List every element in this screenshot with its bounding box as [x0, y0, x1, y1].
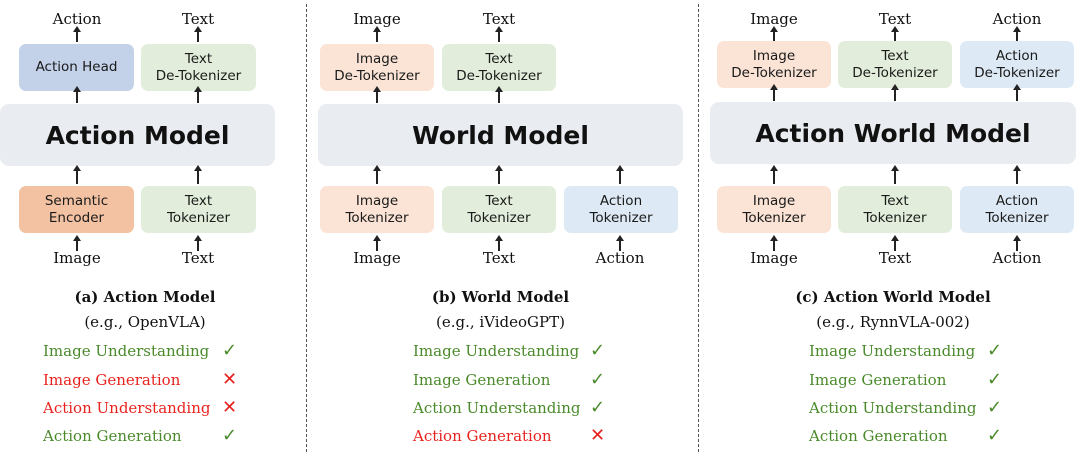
input-label-image: Image: [750, 249, 798, 267]
cross-icon: ✕: [222, 369, 238, 390]
output-label-text: Text: [181, 10, 215, 28]
output-label-action: Action: [992, 10, 1042, 28]
capability-label: Action Understanding: [43, 399, 211, 417]
arrow-up: [890, 235, 900, 251]
caption-subtitle: (e.g., OpenVLA): [84, 313, 206, 331]
arrow-up: [890, 26, 900, 42]
input-label-text: Text: [482, 249, 516, 267]
capability-label: Action Generation: [413, 427, 552, 445]
arrow-up: [1012, 26, 1022, 42]
cross-icon: ✕: [590, 425, 606, 446]
check-icon: ✓: [987, 397, 1003, 418]
check-icon: ✓: [222, 340, 238, 361]
capability-label: Image Generation: [809, 371, 947, 389]
input-label-text: Text: [878, 249, 912, 267]
text-tokenizer-box: Text Tokenizer: [838, 186, 952, 233]
arrow-up: [769, 235, 779, 251]
capability-label: Action Understanding: [809, 399, 977, 417]
action-world-model-block: Action World Model: [710, 102, 1076, 164]
cross-icon: ✕: [222, 397, 238, 418]
action-tokenizer-box: Action Tokenizer: [960, 186, 1074, 233]
image-tokenizer-box: Image Tokenizer: [717, 186, 831, 233]
text-detokenizer-box: Text De-Tokenizer: [141, 44, 256, 91]
capability-label: Image Generation: [43, 371, 181, 389]
arrow-up: [769, 84, 779, 101]
image-tokenizer-box: Image Tokenizer: [320, 186, 434, 233]
arrow-up: [72, 26, 82, 42]
arrow-up: [494, 235, 504, 251]
caption-title: (c) Action World Model: [795, 288, 991, 306]
arrow-up: [72, 235, 82, 251]
arrow-up: [1012, 235, 1022, 251]
action-head-box: Action Head: [19, 44, 134, 91]
output-label-image: Image: [353, 10, 401, 28]
panel-world-model: Image Text Image De-Tokenizer Text De-To…: [318, 0, 683, 467]
arrow-up: [193, 165, 203, 184]
image-detokenizer-box: Image De-Tokenizer: [320, 44, 434, 91]
output-label-action: Action: [52, 10, 102, 28]
arrow-up: [494, 165, 504, 184]
check-icon: ✓: [590, 397, 606, 418]
world-model-block: World Model: [318, 104, 683, 166]
arrow-up: [1012, 84, 1022, 101]
check-icon: ✓: [987, 425, 1003, 446]
panel-divider: [306, 4, 307, 452]
capability-label: Action Understanding: [413, 399, 581, 417]
arrow-up: [372, 235, 382, 251]
arrow-up: [193, 26, 203, 42]
arrow-up: [372, 26, 382, 42]
input-label-text: Text: [181, 249, 215, 267]
panel-action-model: Action Text Action Head Text De-Tokenize…: [0, 0, 275, 467]
input-label-action: Action: [595, 249, 645, 267]
output-label-text: Text: [482, 10, 516, 28]
capability-label: Image Understanding: [43, 342, 210, 360]
action-tokenizer-box: Action Tokenizer: [564, 186, 678, 233]
arrow-up: [372, 165, 382, 184]
text-detokenizer-box: Text De-Tokenizer: [838, 41, 952, 88]
check-icon: ✓: [590, 340, 606, 361]
text-tokenizer-box: Text Tokenizer: [442, 186, 556, 233]
action-model-block: Action Model: [0, 104, 275, 166]
caption-title: (a) Action Model: [74, 288, 216, 306]
semantic-encoder-box: Semantic Encoder: [19, 186, 134, 233]
arrow-up: [193, 235, 203, 251]
arrow-up: [615, 165, 625, 184]
arrow-up: [890, 165, 900, 184]
caption-subtitle: (e.g., RynnVLA-002): [816, 313, 970, 331]
arrow-up: [72, 86, 82, 103]
panel-divider: [698, 4, 699, 452]
capability-label: Action Generation: [809, 427, 948, 445]
text-tokenizer-box: Text Tokenizer: [141, 186, 256, 233]
action-detokenizer-box: Action De-Tokenizer: [960, 41, 1074, 88]
capability-label: Image Understanding: [809, 342, 976, 360]
arrow-up: [72, 165, 82, 184]
caption-title: (b) World Model: [431, 288, 570, 306]
capability-label: Action Generation: [43, 427, 182, 445]
capability-label: Image Understanding: [413, 342, 580, 360]
panel-action-world-model: Image Text Action Image De-Tokenizer Tex…: [710, 0, 1076, 467]
arrow-up: [494, 26, 504, 42]
image-detokenizer-box: Image De-Tokenizer: [717, 41, 831, 88]
arrow-up: [1012, 165, 1022, 184]
check-icon: ✓: [987, 340, 1003, 361]
input-label-image: Image: [53, 249, 101, 267]
input-label-action: Action: [992, 249, 1042, 267]
arrow-up: [769, 165, 779, 184]
output-label-image: Image: [750, 10, 798, 28]
arrow-up: [193, 86, 203, 103]
arrow-up: [890, 84, 900, 101]
output-label-text: Text: [878, 10, 912, 28]
check-icon: ✓: [987, 369, 1003, 390]
arrow-up: [372, 86, 382, 103]
arrow-up: [769, 26, 779, 42]
check-icon: ✓: [590, 369, 606, 390]
arrow-up: [615, 235, 625, 251]
text-detokenizer-box: Text De-Tokenizer: [442, 44, 556, 91]
input-label-image: Image: [353, 249, 401, 267]
capability-label: Image Generation: [413, 371, 551, 389]
check-icon: ✓: [222, 425, 238, 446]
arrow-up: [494, 86, 504, 103]
caption-subtitle: (e.g., iVideoGPT): [435, 313, 565, 331]
